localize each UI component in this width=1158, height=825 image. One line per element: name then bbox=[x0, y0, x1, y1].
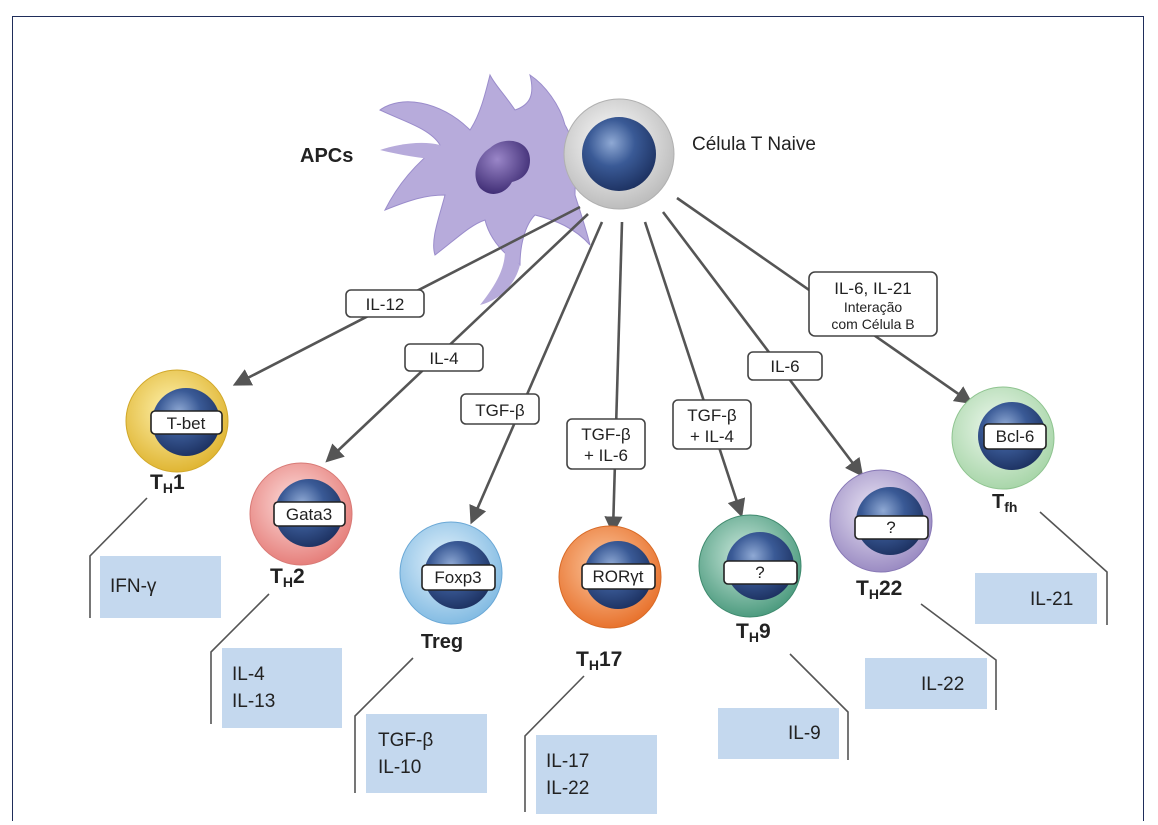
label-th9: TH9 bbox=[736, 620, 771, 645]
signal-tgfb-il4: TGF-β + IL-4 bbox=[672, 399, 752, 450]
figure-frame bbox=[12, 16, 1144, 821]
signal-tgfb-il6: TGF-β + IL-6 bbox=[566, 418, 646, 470]
cytokines-th17: IL-17 IL-22 bbox=[536, 735, 657, 814]
svg-text:IL-4: IL-4 bbox=[232, 664, 265, 685]
svg-text:IL-13: IL-13 bbox=[232, 691, 275, 712]
svg-text:TGF-β: TGF-β bbox=[475, 401, 525, 420]
cytokines-th22: IL-22 bbox=[865, 658, 987, 709]
tf-th1: T-bet bbox=[167, 414, 206, 433]
svg-text:IL-17: IL-17 bbox=[546, 751, 589, 772]
svg-text:TGF-β: TGF-β bbox=[687, 406, 737, 425]
svg-text:IL-6: IL-6 bbox=[770, 357, 799, 376]
svg-text:com Célula B: com Célula B bbox=[831, 316, 914, 332]
cell-th1: T-bet bbox=[125, 369, 229, 473]
svg-text:IL-6, IL-21: IL-6, IL-21 bbox=[834, 279, 912, 298]
cytokines-treg: TGF-β IL-10 bbox=[366, 714, 487, 793]
svg-text:IFN-γ: IFN-γ bbox=[110, 576, 157, 597]
svg-text:IL-22: IL-22 bbox=[546, 778, 589, 799]
cell-th22: ? bbox=[829, 469, 933, 573]
arrow-th9 bbox=[643, 221, 746, 518]
svg-text:IL-10: IL-10 bbox=[378, 757, 421, 778]
signal-il4: IL-4 bbox=[404, 343, 484, 372]
svg-text:IL-12: IL-12 bbox=[366, 295, 405, 314]
cytokines-th2: IL-4 IL-13 bbox=[222, 648, 342, 728]
label-tfh: Tfh bbox=[992, 491, 1017, 515]
cytokines-th9: IL-9 bbox=[718, 708, 839, 759]
signal-il12: IL-12 bbox=[345, 289, 425, 318]
tf-tfh: Bcl-6 bbox=[996, 427, 1035, 446]
signal-tfh: IL-6, IL-21 Interação com Célula B bbox=[808, 271, 938, 337]
svg-text:TGF-β: TGF-β bbox=[378, 730, 433, 751]
label-th22: TH22 bbox=[856, 577, 902, 602]
tf-th9: ? bbox=[755, 563, 764, 582]
naive-t-cell bbox=[563, 98, 675, 210]
cell-th9: ? bbox=[698, 514, 802, 618]
signal-tgfb: TGF-β bbox=[460, 393, 540, 425]
cell-th2: Gata3 bbox=[249, 462, 353, 566]
arrow-th17 bbox=[604, 221, 624, 535]
svg-text:+ IL-4: + IL-4 bbox=[690, 427, 734, 446]
tf-th17: RORγt bbox=[593, 567, 644, 586]
svg-text:IL-21: IL-21 bbox=[1030, 589, 1073, 610]
tf-th2: Gata3 bbox=[286, 505, 332, 524]
connectors bbox=[89, 497, 1108, 812]
svg-text:IL-4: IL-4 bbox=[429, 349, 458, 368]
label-th1: TH1 bbox=[150, 471, 185, 496]
cell-tfh: Bcl-6 bbox=[951, 386, 1055, 490]
label-treg: Treg bbox=[421, 631, 463, 653]
cell-th17: RORγt bbox=[558, 525, 662, 629]
arrow-th22 bbox=[661, 211, 864, 477]
cell-treg: Foxp3 bbox=[399, 521, 503, 625]
svg-text:+ IL-6: + IL-6 bbox=[584, 446, 628, 465]
signal-il6: IL-6 bbox=[747, 351, 823, 381]
label-th17: TH17 bbox=[576, 648, 622, 673]
tf-th22: ? bbox=[886, 518, 895, 537]
svg-text:TGF-β: TGF-β bbox=[581, 425, 631, 444]
arrow-treg bbox=[469, 221, 604, 525]
tf-treg: Foxp3 bbox=[434, 568, 481, 587]
svg-text:IL-22: IL-22 bbox=[921, 674, 964, 695]
arrow-th2 bbox=[325, 213, 589, 463]
naive-label: Célula T Naive bbox=[692, 134, 816, 155]
label-th2: TH2 bbox=[270, 565, 305, 590]
svg-text:Interação: Interação bbox=[844, 299, 903, 315]
cytokines-th1: IFN-γ bbox=[100, 556, 221, 618]
apc-label: APCs bbox=[300, 145, 353, 167]
svg-text:IL-9: IL-9 bbox=[788, 723, 821, 744]
apc-cell bbox=[379, 73, 591, 305]
cytokines-tfh: IL-21 bbox=[975, 573, 1097, 624]
